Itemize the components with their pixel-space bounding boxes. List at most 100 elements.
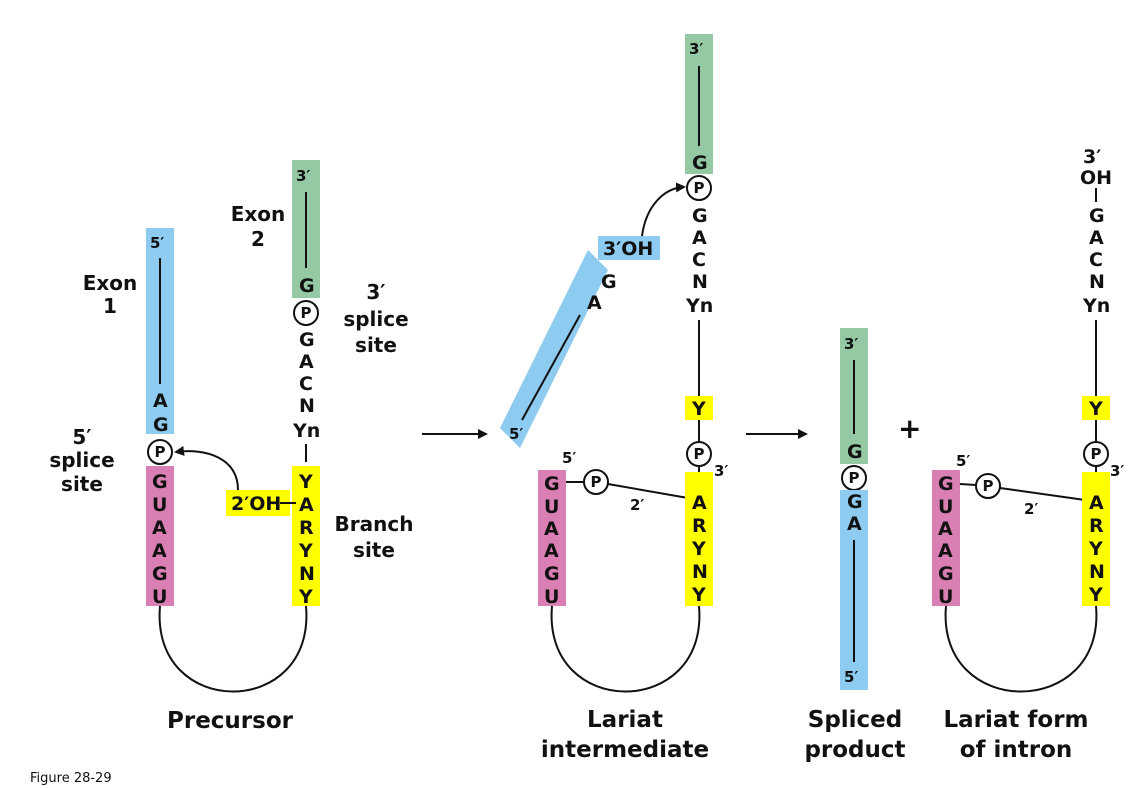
int-caption-2: intermediate	[541, 737, 709, 763]
exon1-five-prime: 5′	[150, 234, 164, 252]
branch-nt-2: A	[299, 494, 314, 516]
intron5-nt-3: A	[152, 517, 167, 539]
oh2-box	[226, 490, 290, 516]
lariat-panel: 3′ OH G A C N Yn Y P 3′ G U A A G U P 5′…	[932, 146, 1124, 763]
int-five-prime: 5′	[562, 449, 576, 467]
lar-branch-nt-1: A	[1089, 492, 1104, 514]
intron3-nt-3: C	[299, 373, 313, 395]
oh2-label: 2′OH	[231, 493, 281, 515]
int-intron5-nt-1: G	[544, 473, 560, 495]
lar-phosphate-5-label: P	[983, 477, 994, 495]
lar-two-prime: 2′	[1024, 500, 1038, 518]
lar-intron3-nt-1: G	[1089, 205, 1105, 227]
intron5-nt-2: U	[152, 494, 167, 516]
sp-exon1-nt-g: G	[847, 491, 863, 513]
lar-phosphate-mid-label: P	[1091, 445, 1102, 463]
lar-branch-nt-3: Y	[1088, 538, 1103, 560]
int-branch-nt-1: A	[692, 492, 707, 514]
int-branch-nt-4: N	[692, 561, 708, 583]
lar-intron5-nt-3: A	[938, 518, 953, 540]
lar-five-prime: 5′	[956, 452, 970, 470]
int-y-top: Y	[691, 398, 706, 420]
sp-phosphate-label: P	[849, 469, 860, 487]
int-intron5-nt-6: U	[544, 586, 559, 608]
int-mid-three-prime: 3′	[714, 462, 728, 480]
attack-arrow-1	[174, 445, 239, 491]
released-nt-a: A	[587, 292, 602, 314]
precursor-panel: 5′ A G P G U A A G U 3′ G P G A C N Yn Y…	[49, 160, 413, 734]
lar-intron3-nt-3: C	[1089, 249, 1103, 271]
released-nt-g: G	[601, 271, 617, 293]
lar-link-branch	[999, 487, 1086, 501]
three-splice-2: splice	[343, 307, 408, 331]
int-phosphate-3	[686, 175, 712, 201]
five-splice-1: 5′	[72, 425, 91, 449]
lar-caption-1: Lariat form	[943, 707, 1088, 733]
three-splice-1: 3′	[366, 280, 385, 304]
lar-intron3-nt-2: A	[1089, 227, 1104, 249]
lar-loop	[944, 605, 1098, 693]
int-branch-nt-3: Y	[691, 538, 706, 560]
branch-nt-1: Y	[298, 471, 313, 493]
lar-mid-three-prime: 3′	[1110, 462, 1124, 480]
released-five-prime: 5′	[509, 425, 523, 443]
lar-branch-bar	[1082, 472, 1110, 606]
intron3-nt-2: A	[299, 351, 314, 373]
phosphate-3-circle	[293, 300, 319, 326]
sp-caption-2: product	[804, 737, 905, 763]
lar-caption-2: of intron	[960, 737, 1073, 763]
branch-nt-3: R	[299, 517, 314, 539]
int-phosphate-5-label: P	[591, 473, 602, 491]
int-intron3-nt-3: C	[692, 249, 706, 271]
lar-phosphate-5	[975, 473, 1001, 499]
released-backbone	[521, 314, 581, 421]
exon1-label-2: 1	[103, 294, 117, 318]
sp-three-prime: 3′	[844, 335, 858, 353]
attack-arrow-2	[641, 182, 686, 237]
intron3-nt-1: G	[299, 329, 315, 351]
lar-intron5-nt-1: G	[938, 473, 954, 495]
lar-branch-nt-4: N	[1089, 561, 1105, 583]
exon2-label-1: Exon	[231, 202, 286, 226]
five-splice-2: splice	[49, 448, 114, 472]
lar-intron5-nt-2: U	[938, 496, 953, 518]
branch-nt-4: Y	[298, 540, 313, 562]
exon1-nt-g: G	[153, 414, 169, 436]
int-two-prime: 2′	[630, 496, 644, 514]
figure-label: Figure 28-29	[30, 771, 112, 786]
lar-intron5-bar	[932, 470, 960, 606]
phosphate-3-label: P	[301, 304, 312, 322]
intron5-nt-5: G	[152, 563, 168, 585]
int-link-branch	[607, 483, 689, 499]
int-branch-bar	[685, 472, 713, 606]
int-exon2-nt-g: G	[692, 152, 708, 174]
int-intron3-nt-1: G	[692, 205, 708, 227]
lar-intron5-nt-5: G	[938, 563, 954, 585]
lar-link-gp	[959, 483, 977, 486]
int-caption-1: Lariat	[587, 707, 663, 733]
lar-y-box	[1082, 396, 1110, 420]
plus-sign: +	[898, 412, 921, 445]
lar-branch-nt-2: R	[1089, 515, 1104, 537]
int-phosphate-mid-label: P	[694, 445, 705, 463]
intron5-bar	[146, 466, 174, 606]
int-y-box	[685, 396, 713, 420]
oh3-label: 3′OH	[603, 238, 653, 260]
int-intron5-nt-2: U	[544, 496, 559, 518]
int-loop	[550, 605, 701, 693]
exon2-label-2: 2	[251, 227, 265, 251]
sp-caption-1: Spliced	[808, 707, 903, 733]
int-branch-nt-2: R	[692, 515, 707, 537]
lar-intron5-nt-6: U	[938, 586, 953, 608]
lar-oh: OH	[1080, 167, 1112, 189]
branch-nt-5: N	[299, 563, 315, 585]
int-intron5-nt-3: A	[544, 518, 559, 540]
int-intron5-nt-5: G	[544, 563, 560, 585]
intron5-nt-6: U	[152, 586, 167, 608]
int-intron3-nt-2: A	[692, 227, 707, 249]
intron5-nt-4: A	[152, 540, 167, 562]
oh3-box	[598, 236, 660, 260]
lar-intron3-nt-5: Yn	[1082, 295, 1110, 317]
